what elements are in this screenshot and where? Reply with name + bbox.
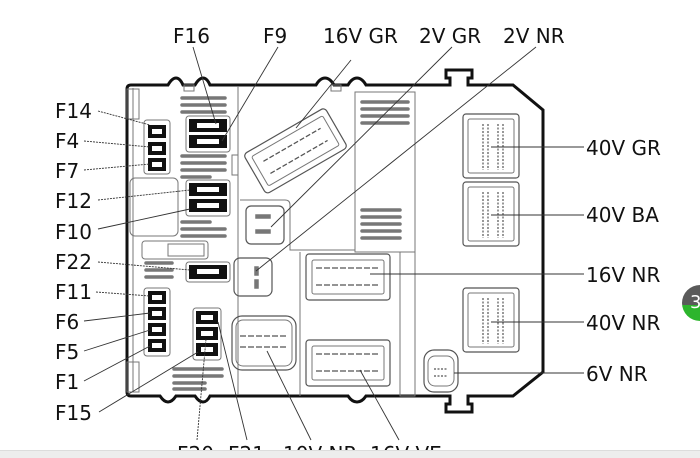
label-40v-nr: 40V NR <box>586 311 660 335</box>
fuse-F20[interactable] <box>196 327 218 340</box>
fuse-F7[interactable] <box>148 158 166 171</box>
label-f7: F7 <box>55 159 79 183</box>
fuse-F10[interactable] <box>189 199 227 212</box>
label-16v-gr: 16V GR <box>323 24 398 48</box>
connector-16v-ve[interactable] <box>305 339 391 387</box>
label-f1: F1 <box>55 370 79 394</box>
label-f10: F10 <box>55 220 92 244</box>
label-f4: F4 <box>55 129 79 153</box>
connector-40v-nr[interactable] <box>462 287 520 353</box>
leader-lines <box>83 46 584 441</box>
internal-panels <box>231 86 416 397</box>
label-40v-ba: 40V BA <box>586 203 659 227</box>
fuse-F6[interactable] <box>148 307 166 320</box>
vent-slats <box>144 96 410 391</box>
connector-40v-gr[interactable] <box>462 113 520 179</box>
label-f14: F14 <box>55 99 92 123</box>
fuse-F15[interactable] <box>196 343 218 356</box>
connector-16v-nr[interactable] <box>305 253 391 301</box>
fuse-box-housing <box>125 68 545 414</box>
connector-16v-gr[interactable] <box>243 107 347 194</box>
relay-upper <box>245 205 285 245</box>
fuse-F11[interactable] <box>148 291 166 304</box>
fuse-F16[interactable] <box>189 119 227 132</box>
fuse-F9[interactable] <box>189 135 227 148</box>
label-6v-nr: 6V NR <box>586 362 648 386</box>
label-f5: F5 <box>55 340 79 364</box>
connector-6v-nr[interactable] <box>423 349 459 393</box>
label-f11: F11 <box>55 280 92 304</box>
fuse-F4[interactable] <box>148 142 166 155</box>
fuse-F12[interactable] <box>189 183 227 196</box>
label-f12: F12 <box>55 189 92 213</box>
viewer-toolbar[interactable] <box>0 450 700 458</box>
label-2v-nr: 2V NR <box>503 24 565 48</box>
fuse-F22[interactable] <box>189 265 227 279</box>
label-f22: F22 <box>55 250 92 274</box>
label-16v-nr: 16V NR <box>586 263 660 287</box>
fuse-block-left <box>129 119 179 357</box>
fuse-F5[interactable] <box>148 323 166 336</box>
label-2v-gr: 2V GR <box>419 24 481 48</box>
label-40v-gr: 40V GR <box>586 136 661 160</box>
label-f6: F6 <box>55 310 79 334</box>
connector-40v-ba[interactable] <box>462 181 520 247</box>
label-f15: F15 <box>55 401 92 425</box>
fuse-F21[interactable] <box>196 311 218 324</box>
fuse-block-middle <box>141 115 231 361</box>
relay-lower <box>233 257 273 297</box>
fuse-F14[interactable] <box>148 125 166 138</box>
label-f9: F9 <box>263 24 287 48</box>
label-f16: F16 <box>173 24 210 48</box>
connector-10v-nr[interactable] <box>231 315 297 371</box>
fuse-F1[interactable] <box>148 339 166 352</box>
page-number-badge[interactable]: 3 <box>682 285 700 321</box>
